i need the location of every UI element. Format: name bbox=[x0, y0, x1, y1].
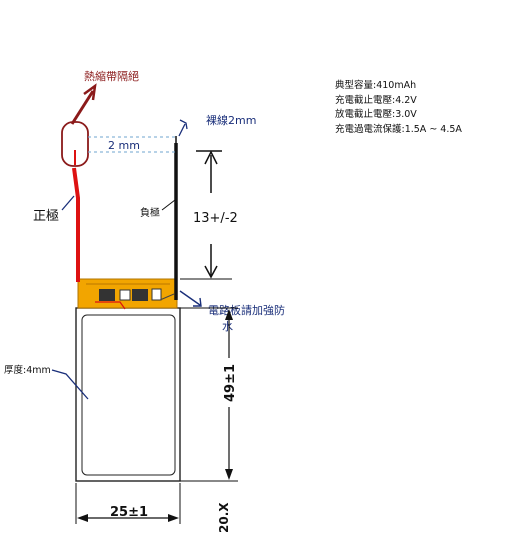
wire-length-label: 2 mm bbox=[108, 139, 140, 152]
height-label: 49±1 bbox=[223, 364, 238, 402]
positive-label: 正極 bbox=[33, 208, 59, 224]
height-dimension bbox=[180, 307, 238, 482]
pcb-note-line1: 電路板請加強防 bbox=[208, 303, 285, 317]
negative-label: 負極 bbox=[140, 206, 160, 219]
pcb-chip-pad bbox=[119, 289, 131, 301]
pcb-chip-right bbox=[132, 289, 148, 301]
pcb-component bbox=[151, 288, 162, 301]
spec-capacity: 典型容量:410mAh bbox=[335, 80, 417, 91]
thickness-leader bbox=[51, 369, 89, 400]
heat-shrink-arrow bbox=[70, 83, 97, 125]
pcb-trace bbox=[159, 293, 175, 301]
battery-outer-outline bbox=[75, 307, 181, 482]
spec-list: 典型容量:410mAh 充電截止電壓:4.2V 放電截止電壓:3.0V 充電過電… bbox=[335, 79, 462, 137]
width-arrow-right bbox=[168, 514, 179, 522]
width-label: 25±1 bbox=[110, 505, 148, 520]
width-dimension bbox=[75, 483, 181, 524]
tab-height-dimension bbox=[180, 150, 232, 280]
bare-wire-label: 裸線2mm bbox=[206, 113, 256, 127]
pcb-note-arrow bbox=[179, 290, 202, 307]
heat-shrink-arrow-head bbox=[83, 83, 97, 101]
thickness-label: 厚度:4mm bbox=[4, 364, 51, 376]
width-arrow-left bbox=[77, 514, 88, 522]
pcb-note-line2: 水 bbox=[222, 320, 233, 333]
positive-leader bbox=[61, 195, 75, 211]
tab-height-label: 13+/-2 bbox=[193, 211, 238, 226]
heat-shrink-arrow-line bbox=[70, 90, 95, 125]
battery-body bbox=[75, 307, 181, 482]
bare-wire-arrow bbox=[178, 119, 188, 137]
spec-charge-cutoff: 充電截止電壓:4.2V bbox=[335, 94, 417, 106]
heat-shrink-label: 熱縮帶隔絕 bbox=[84, 69, 139, 83]
tab-height-bottom-arrow-head bbox=[204, 265, 218, 279]
wire-length-dimension bbox=[88, 136, 175, 153]
spec-discharge-cutoff: 放電截止電壓:3.0V bbox=[335, 109, 417, 120]
tab-height-top-arrow-head bbox=[204, 150, 218, 165]
pcb-board bbox=[77, 278, 178, 310]
pcb-chip-left bbox=[99, 289, 115, 301]
spec-overcurrent: 充電過電流保護:1.5A ~ 4.5A bbox=[335, 123, 462, 135]
positive-wire bbox=[72, 167, 80, 282]
negative-leader bbox=[161, 199, 176, 211]
pcb-red-trace bbox=[95, 301, 126, 310]
height-arrow-bottom bbox=[225, 469, 233, 480]
height-arrow-top bbox=[225, 309, 233, 320]
battery-inner-outline bbox=[81, 314, 176, 476]
cut-off-label: 20.X bbox=[217, 502, 231, 533]
